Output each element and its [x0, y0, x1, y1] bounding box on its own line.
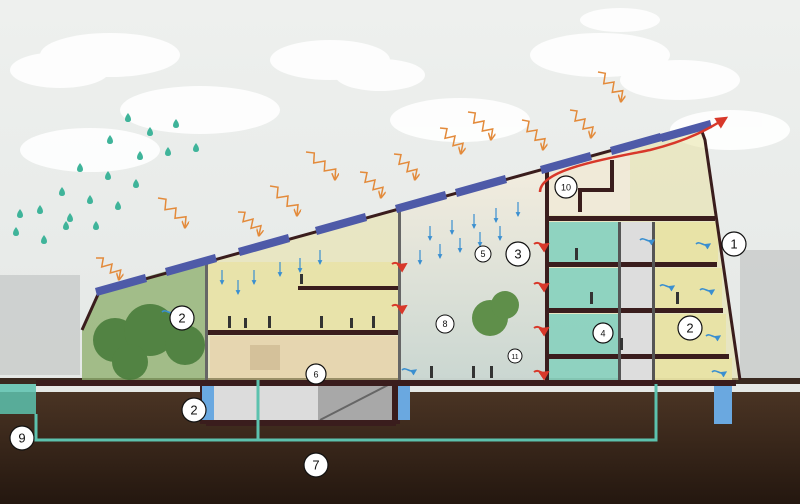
sun-rays	[96, 71, 623, 279]
solar-panel	[660, 120, 712, 142]
rain-drop	[77, 163, 83, 172]
sun-ray-arrow	[439, 127, 463, 153]
greenhouse-plants	[93, 304, 205, 380]
fresh-air-arrow	[695, 242, 712, 250]
rain-drop	[17, 209, 23, 218]
rain-drop	[133, 179, 139, 188]
upper-office	[205, 262, 398, 332]
marker-9: 9	[9, 425, 35, 451]
rain-drop	[173, 119, 179, 128]
rain-drop	[13, 227, 19, 236]
sun-ray-arrow	[96, 257, 121, 279]
sun-ray-arrow	[157, 197, 186, 227]
cool-air-arrows	[219, 202, 521, 295]
fresh-air-arrow	[639, 238, 656, 246]
rain-drop	[63, 221, 69, 230]
marker-6: 6	[305, 363, 327, 385]
atrium	[398, 168, 545, 380]
marker-8: 8	[435, 314, 455, 334]
marker-11: 11	[507, 348, 523, 364]
heat-arrow	[533, 369, 550, 381]
sun-ray-arrow	[521, 119, 545, 149]
rain-drop	[105, 171, 111, 180]
auditorium	[210, 336, 398, 378]
fresh-air-arrow	[699, 288, 716, 296]
rain-drop	[193, 143, 199, 152]
svg-text:4: 4	[600, 329, 605, 339]
rain-drop	[87, 195, 93, 204]
rain-drops	[13, 113, 199, 244]
sun-ray-arrow	[569, 109, 593, 137]
exhaust-air-arrow	[538, 116, 729, 193]
rain-drop	[107, 135, 113, 144]
solar-panel	[610, 133, 662, 155]
rain-drop	[137, 151, 143, 160]
svg-text:3: 3	[514, 247, 521, 262]
solar-panel	[315, 213, 367, 235]
marker-2-basement: 2	[181, 397, 207, 423]
rain-drop	[115, 201, 121, 210]
solar-panels	[95, 120, 712, 296]
ground-water-pipe	[34, 384, 658, 442]
solar-panel	[95, 274, 147, 296]
rain-drop	[41, 235, 47, 244]
sun-ray-arrow	[237, 211, 261, 235]
heat-arrows	[391, 241, 550, 381]
atrium-tree	[472, 291, 519, 336]
solar-panel	[165, 254, 217, 276]
marker-5: 5	[474, 245, 492, 263]
sun-ray-arrow	[393, 153, 417, 179]
svg-text:5: 5	[480, 249, 485, 259]
marker-2-office: 2	[677, 315, 703, 341]
sun-ray-arrow	[597, 71, 623, 101]
solar-panel	[238, 234, 290, 256]
floor-slabs	[36, 160, 736, 386]
marker-4: 4	[592, 322, 614, 344]
heat-arrow	[533, 241, 550, 253]
svg-text:8: 8	[442, 319, 447, 329]
rain-drop	[147, 127, 153, 136]
svg-text:7: 7	[312, 458, 319, 473]
solar-panel	[395, 191, 447, 213]
svg-text:6: 6	[313, 370, 318, 380]
solar-panel	[455, 175, 507, 197]
sun-ray-arrow	[359, 171, 383, 197]
svg-text:2: 2	[178, 311, 185, 326]
svg-text:11: 11	[511, 354, 518, 361]
water-basin	[0, 380, 36, 414]
sun-ray-arrow	[467, 111, 493, 139]
marker-2-greenhouse: 2	[169, 305, 195, 331]
svg-text:2: 2	[686, 321, 693, 336]
svg-text:9: 9	[18, 431, 25, 446]
rain-drop	[67, 213, 73, 222]
heat-arrow	[391, 303, 408, 315]
marker-7: 7	[303, 452, 329, 478]
solar-panel	[540, 152, 592, 174]
svg-text:1: 1	[730, 237, 737, 252]
fresh-air-arrow	[401, 368, 418, 376]
fresh-air-arrow	[659, 284, 676, 292]
rain-drop	[59, 187, 65, 196]
marker-1: 1	[721, 231, 747, 257]
marker-10: 10	[554, 175, 578, 199]
rain-drop	[37, 205, 43, 214]
heat-arrow	[533, 281, 550, 293]
rain-drop	[165, 147, 171, 156]
heat-arrow	[391, 261, 408, 273]
markers: 1 2 2 2 3 4 5 6	[9, 175, 747, 478]
svg-text:2: 2	[190, 403, 197, 418]
marker-3: 3	[505, 241, 531, 267]
heat-arrow	[533, 325, 550, 337]
background-buildings	[0, 250, 800, 380]
fresh-air-arrow	[711, 370, 728, 378]
people	[228, 248, 679, 378]
svg-text:10: 10	[561, 183, 571, 193]
sun-ray-arrow	[269, 185, 298, 215]
sun-ray-arrow	[305, 151, 336, 179]
rain-drop	[93, 221, 99, 230]
rain-drop	[125, 113, 131, 122]
fresh-air-arrow	[705, 334, 722, 342]
